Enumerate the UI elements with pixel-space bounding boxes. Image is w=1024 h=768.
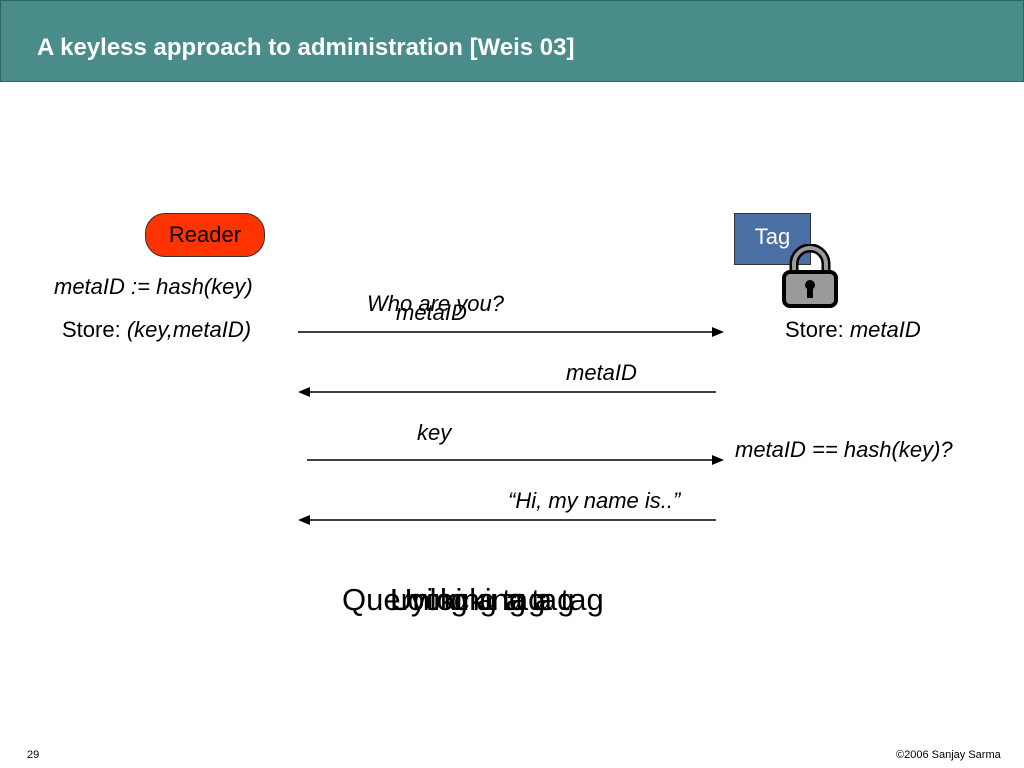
tag-store: Store: metaID: [785, 317, 921, 343]
title-bar: A keyless approach to administration [We…: [0, 0, 1024, 82]
caption-querying: Querying a tag: [342, 582, 546, 617]
slide-title: A keyless approach to administration [We…: [37, 34, 575, 61]
arrowhead-4: [298, 515, 310, 525]
reader-store: Store: (key,metaID): [62, 317, 251, 343]
reader-label: Reader: [168, 222, 242, 247]
arrowhead-3: [712, 455, 724, 465]
copyright: ©2006 Sanjay Sarma: [896, 749, 1001, 761]
message-metaid-overlay: metaID: [396, 300, 467, 325]
reader-box: Reader: [145, 213, 265, 257]
message-key: key: [417, 420, 452, 445]
message-metaid-reply: metaID: [566, 360, 637, 385]
hash-check: metaID == hash(key)?: [735, 437, 953, 462]
tag-label: Tag: [754, 224, 791, 249]
reader-store-label: Store:: [62, 317, 127, 342]
caption-unlocking: Unlocking a tag: [390, 582, 604, 617]
page-number: 29: [27, 749, 40, 761]
padlock-icon: [782, 244, 838, 308]
arrowhead-1: [712, 327, 724, 337]
tag-store-label: Store:: [785, 317, 850, 342]
metaid-assign: metaID := hash(key): [54, 274, 253, 299]
message-who-are-you: Who are you?: [367, 291, 504, 316]
message-hi: “Hi, my name is..”: [508, 488, 681, 513]
arrowhead-2: [298, 387, 310, 397]
caption-locking: Locking a tag: [390, 582, 575, 617]
tag-store-value: metaID: [849, 317, 921, 342]
reader-store-value: (key,metaID): [126, 317, 252, 342]
